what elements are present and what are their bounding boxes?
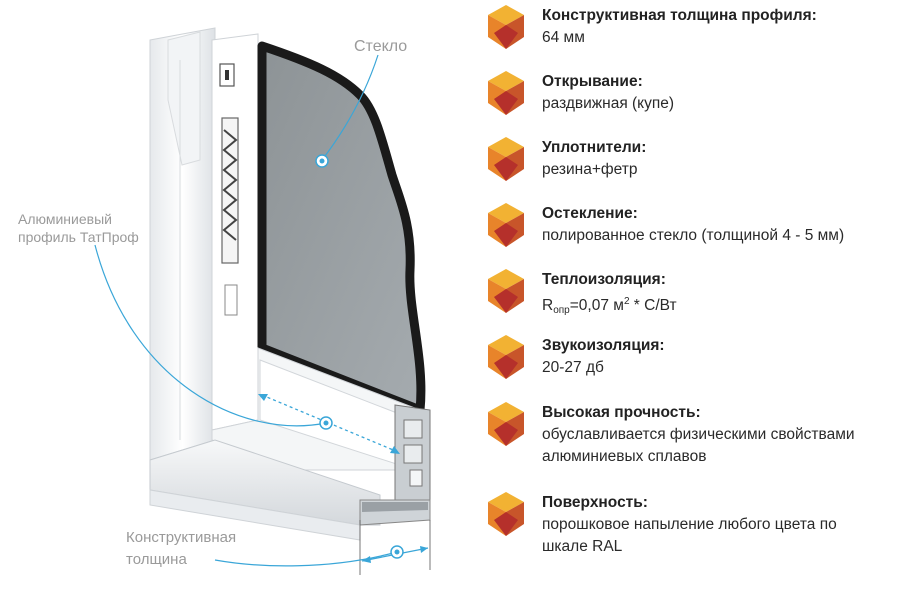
gem-icon: [488, 203, 524, 247]
gem-icon: [488, 269, 524, 313]
gem-icon: [488, 137, 524, 181]
feature-title: Теплоизоляция:: [542, 271, 666, 288]
bottom-track: [149, 439, 431, 541]
feature-item: Остекление: полированное стекло (толщино…: [486, 203, 896, 269]
feature-item: Конструктивная толщина профиля: 64 мм: [486, 5, 896, 71]
feature-title: Поверхность:: [542, 494, 648, 511]
feature-value: раздвижная (купе): [542, 95, 675, 112]
gem-icon: [488, 492, 524, 536]
feature-value: 20-27 дб: [542, 359, 604, 376]
callout-dots: [315, 154, 404, 559]
window-profile-diagram: [94, 27, 431, 575]
gem-icon: [488, 71, 524, 115]
callout-glass: Стекло: [354, 37, 407, 56]
callout-glass-label: Стекло: [354, 38, 408, 55]
feature-list: Конструктивная толщина профиля: 64 мм От…: [486, 5, 896, 562]
thermal-subscript: опр: [553, 305, 570, 316]
feature-value: 64 мм: [542, 29, 585, 46]
callout-thickness: Конструктивная толщина: [126, 527, 236, 571]
feature-title: Звукоизоляция:: [542, 337, 665, 354]
thermal-symbol: R: [542, 297, 554, 314]
feature-title: Остекление:: [542, 205, 638, 222]
feature-value-line1: порошковое напыление любого цвета по: [542, 516, 837, 533]
thermal-unit: * С/Вт: [629, 297, 677, 314]
gem-icon: [488, 5, 524, 49]
feature-title: Уплотнители:: [542, 139, 647, 156]
feature-title: Открывание:: [542, 73, 643, 90]
feature-value-line2: алюминиевых сплавов: [542, 448, 707, 465]
feature-item: Открывание: раздвижная (купе): [486, 71, 896, 137]
callout-profile-line2: профиль ТатПроф: [18, 229, 139, 245]
feature-value: резина+фетр: [542, 161, 638, 178]
callout-thickness-line1: Конструктивная: [126, 529, 237, 546]
feature-item: Звукоизоляция: 20-27 дб: [486, 335, 896, 402]
feature-item: Теплоизоляция: Rопр=0,07 м2 * С/Вт: [486, 269, 896, 335]
feature-value-line1: обуславливается физическими свойствами: [542, 426, 855, 443]
profile-section: [394, 404, 431, 501]
feature-value-thermal: Rопр=0,07 м2 * С/Вт: [542, 291, 896, 322]
feature-title: Конструктивная толщина профиля:: [542, 7, 817, 24]
callout-profile-line1: Алюминиевый: [18, 211, 112, 227]
feature-item: Поверхность: порошковое напыление любого…: [486, 492, 896, 562]
thermal-superscript: 2: [623, 296, 630, 307]
feature-item: Высокая прочность: обуславливается физич…: [486, 402, 896, 492]
outer-frame: [149, 27, 216, 461]
callout-profile: Алюминиевый профиль ТатПроф: [18, 210, 139, 246]
feature-title: Высокая прочность:: [542, 404, 701, 421]
feature-value: полированное стекло (толщиной 4 - 5 мм): [542, 227, 845, 244]
thermal-number: =0,07 м: [569, 297, 624, 314]
glass-pane: [257, 41, 426, 415]
sash-profile: [211, 33, 259, 431]
feature-value-line2: шкале RAL: [542, 538, 623, 555]
callout-lines: [94, 54, 398, 567]
gem-icon: [488, 402, 524, 446]
feature-item: Уплотнители: резина+фетр: [486, 137, 896, 203]
callout-thickness-line2: толщина: [126, 551, 187, 568]
gem-icon: [488, 335, 524, 379]
